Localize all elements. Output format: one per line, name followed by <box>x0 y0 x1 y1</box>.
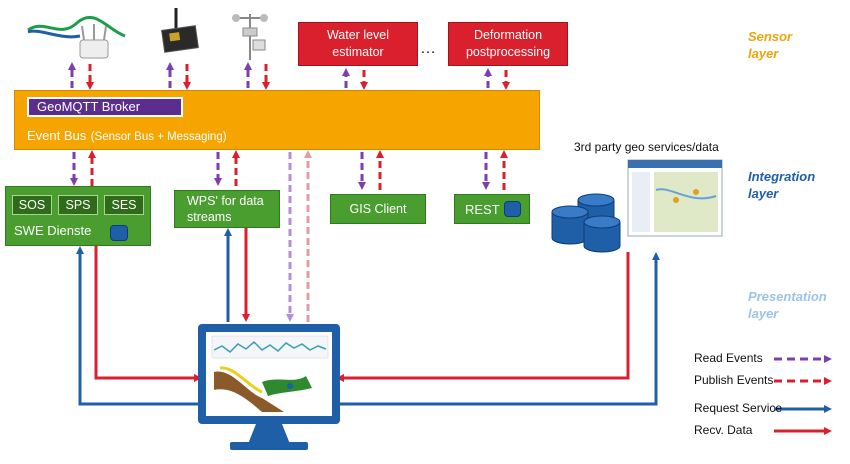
map-screenshot-icon <box>627 159 723 237</box>
database-icon <box>503 201 521 217</box>
presentation-layer-label: Presentation layer <box>748 289 827 321</box>
wps-label: WPS' for data streams <box>187 194 264 224</box>
integration-arrows <box>70 150 508 322</box>
wps-box: WPS' for data streams <box>174 190 280 228</box>
event-bus: GeoMQTT Broker Event Bus (Sensor Bus + M… <box>14 90 540 150</box>
legend-recv-data: Recv. Data <box>694 423 753 437</box>
deformation-postprocessing-label: Deformation postprocessing <box>465 28 551 59</box>
gis-client-label: GIS Client <box>349 202 407 216</box>
service-arrows <box>76 228 660 408</box>
router-icon <box>27 15 126 59</box>
rest-box: REST <box>454 194 530 224</box>
swe-services-label: SWE Dienste <box>14 223 92 238</box>
sensor-layer-label: Sensor layer <box>748 29 793 61</box>
monitor-icon <box>198 324 340 450</box>
water-level-estimator-box: Water level estimator <box>298 22 418 66</box>
deformation-postprocessing-box: Deformation postprocessing <box>448 22 568 66</box>
swe-services-box: SOS SPS SES SWE Dienste <box>5 186 151 246</box>
legend-arrows <box>774 355 832 435</box>
sos-service: SOS <box>12 195 52 215</box>
integration-layer-label: Integration layer <box>748 169 816 201</box>
event-bus-caption: Event Bus (Sensor Bus + Messaging) <box>27 127 227 145</box>
legend-publish-events: Publish Events <box>694 373 774 387</box>
legend-read-events: Read Events <box>694 351 763 365</box>
database-icon <box>551 193 621 253</box>
more-sensors-ellipsis: … <box>420 40 436 57</box>
sensor-board-icon <box>161 8 199 53</box>
weather-station-icon <box>232 14 268 60</box>
water-level-estimator-label: Water level estimator <box>326 28 390 59</box>
ses-service: SES <box>104 195 144 215</box>
gis-client-box: GIS Client <box>330 194 426 224</box>
third-party-label: 3rd party geo services/data <box>574 140 719 154</box>
legend-request-service: Request Service <box>694 401 783 415</box>
database-icon <box>110 225 128 241</box>
event-bus-title: Event Bus <box>27 128 87 143</box>
event-bus-subtitle: (Sensor Bus + Messaging) <box>90 131 227 143</box>
sensor-arrows <box>68 62 510 90</box>
geomqtt-broker: GeoMQTT Broker <box>27 97 183 117</box>
sps-service: SPS <box>58 195 98 215</box>
rest-label: REST <box>465 201 500 217</box>
